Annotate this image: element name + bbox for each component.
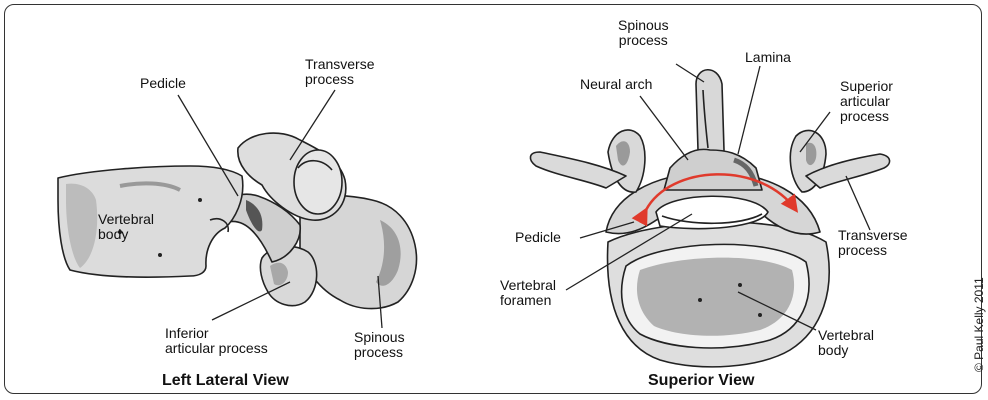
label-lamina: Lamina — [745, 50, 791, 65]
label-inferior-articular-process: Inferior articular process — [165, 326, 268, 356]
label-superior-articular-process: Superior articular process — [840, 79, 893, 124]
caption-left-lateral-view: Left Lateral View — [162, 372, 289, 390]
label-pedicle-lateral: Pedicle — [140, 76, 186, 91]
label-vertebral-body-superior: Vertebral body — [818, 328, 874, 358]
label-transverse-process-superior: Transverse process — [838, 228, 908, 258]
label-transverse-process-lateral: Transverse process — [305, 57, 375, 87]
caption-superior-view: Superior View — [648, 372, 754, 390]
label-spinous-process-superior: Spinous process — [618, 18, 669, 48]
label-neural-arch: Neural arch — [580, 77, 652, 92]
label-spinous-process-lateral: Spinous process — [354, 330, 405, 360]
superior-vertebra-drawing — [530, 70, 889, 367]
copyright-notice: © Paul Kelly 2011 — [972, 277, 986, 372]
label-vertebral-body-lateral: Vertebral body — [98, 212, 154, 242]
label-pedicle-superior: Pedicle — [515, 230, 561, 245]
label-vertebral-foramen: Vertebral foramen — [500, 278, 556, 308]
